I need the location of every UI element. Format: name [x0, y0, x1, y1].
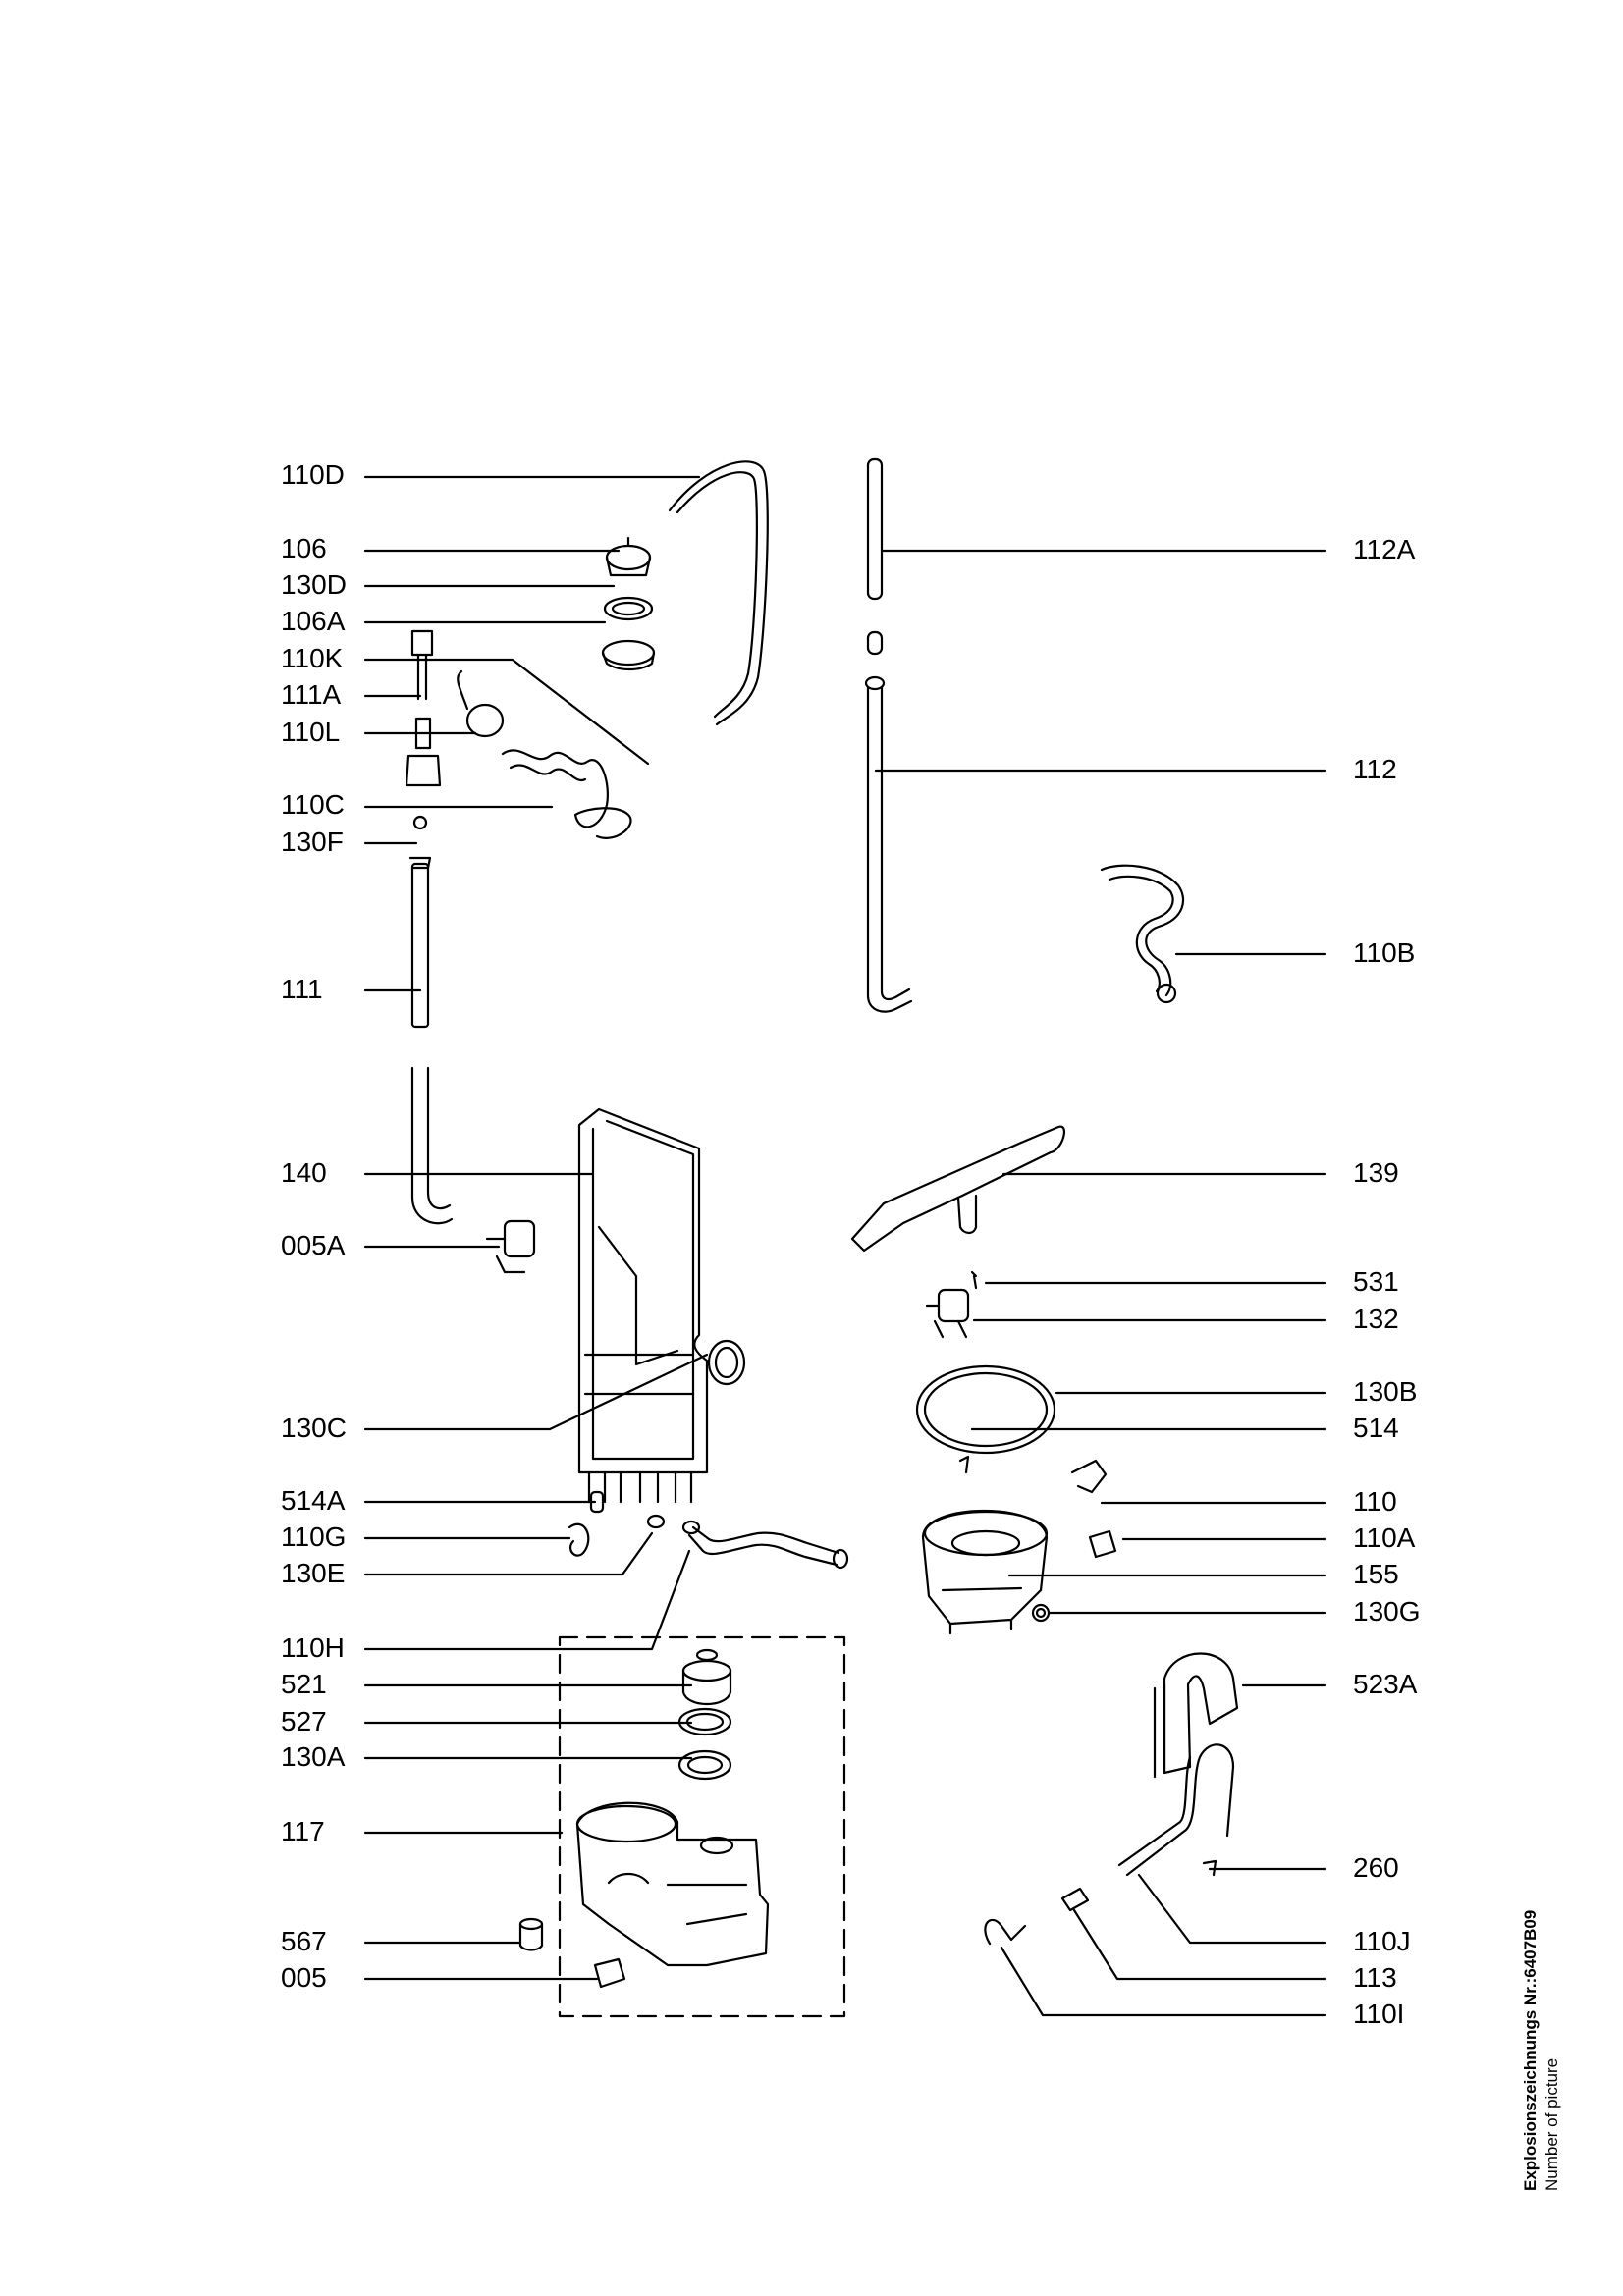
- label-112: 112: [1353, 754, 1397, 784]
- part-112-rod: [866, 685, 913, 1013]
- label-110D: 110D: [281, 459, 345, 490]
- label-130F: 130F: [281, 827, 344, 857]
- label-130G: 130G: [1353, 1596, 1421, 1627]
- label-110C: 110C: [281, 789, 345, 820]
- part-139-arm: [850, 1125, 1066, 1253]
- label-117: 117: [281, 1816, 325, 1846]
- label-130B: 130B: [1353, 1376, 1418, 1407]
- label-110J: 110J: [1353, 1926, 1411, 1956]
- label-106A: 106A: [281, 606, 346, 636]
- part-110K: [410, 629, 434, 657]
- part-112A-rod: [866, 457, 884, 601]
- part-110L: [465, 703, 505, 738]
- part-531-screw: [970, 1270, 978, 1290]
- label-005: 005: [281, 1962, 327, 1993]
- label-110G: 110G: [281, 1522, 347, 1552]
- part-130E: [646, 1514, 666, 1529]
- part-155-sump: [921, 1510, 1049, 1626]
- part-527-ring: [677, 1707, 732, 1736]
- assembly-boundary: [558, 1635, 846, 2018]
- label-514: 514: [1353, 1413, 1399, 1443]
- label-130C: 130C: [281, 1413, 347, 1443]
- part-110C-hose: [501, 749, 632, 839]
- drawing-number-note: Explosionszeichnungs Nr.:6407B09 Number …: [1520, 1779, 1589, 2191]
- label-514A: 514A: [281, 1485, 346, 1516]
- part-005-connector: [593, 1957, 626, 1989]
- part-140-panel: [577, 1107, 709, 1474]
- label-139: 139: [1353, 1157, 1399, 1188]
- part-523A-bracket: [1163, 1652, 1239, 1775]
- part-130F: [412, 815, 428, 830]
- label-527: 527: [281, 1706, 327, 1736]
- label-112A: 112A: [1353, 534, 1416, 564]
- label-110: 110: [1353, 1486, 1397, 1517]
- label-567: 567: [281, 1926, 327, 1956]
- part-113-screw: [1060, 1887, 1090, 1912]
- label-523A: 523A: [1353, 1669, 1418, 1699]
- label-005A: 005A: [281, 1230, 346, 1260]
- part-567: [518, 1922, 544, 1951]
- label-111A: 111A: [281, 679, 342, 710]
- part-260-clip: [1202, 1859, 1217, 1877]
- label-140: 140: [281, 1157, 327, 1188]
- part-005A: [503, 1219, 536, 1258]
- part-111-tube: [410, 862, 430, 1029]
- label-110B: 110B: [1353, 937, 1416, 968]
- label-110K: 110K: [281, 643, 344, 673]
- label-132: 132: [1353, 1304, 1399, 1334]
- leader-lines-left: [363, 475, 709, 1981]
- label-106: 106: [281, 533, 327, 563]
- label-130D: 130D: [281, 569, 347, 600]
- drawing-number-subtitle: Number of picture: [1542, 2057, 1561, 2191]
- label-531: 531: [1353, 1266, 1399, 1297]
- part-110J-rod: [1125, 1743, 1235, 1877]
- part-110D-tube: [668, 460, 769, 726]
- part-110-elbow: [1070, 1459, 1108, 1494]
- part-110A: [1088, 1529, 1117, 1559]
- label-521: 521: [281, 1669, 327, 1699]
- part-521-cap: [681, 1669, 732, 1705]
- label-110I: 110I: [1353, 1999, 1405, 2029]
- label-130A: 130A: [281, 1741, 346, 1772]
- part-106: [605, 544, 652, 571]
- part-117-tank: [575, 1801, 770, 1967]
- part-110H-tube: [687, 1533, 839, 1567]
- part-514-screw: [958, 1455, 970, 1474]
- part-106A-clamp: [601, 639, 656, 667]
- label-111: 111: [281, 974, 323, 1004]
- part-130G: [1031, 1603, 1051, 1623]
- leader-lines-right: [874, 549, 1327, 2017]
- drawing-number-title: Explosionszeichnungs Nr.:6407B09: [1521, 1909, 1540, 2191]
- label-155: 155: [1353, 1559, 1399, 1589]
- part-130B-ring: [915, 1364, 1056, 1455]
- part-130D-ring: [603, 596, 654, 621]
- part-130A-ring: [677, 1749, 732, 1781]
- label-110L: 110L: [281, 717, 341, 747]
- label-130E: 130E: [281, 1558, 346, 1588]
- part-132: [937, 1288, 970, 1323]
- part-130C-gasket: [707, 1339, 746, 1386]
- part-110B-tube: [1100, 864, 1185, 997]
- label-110A: 110A: [1353, 1522, 1416, 1553]
- part-110G-clip: [568, 1522, 590, 1557]
- part-110I-hook: [984, 1918, 1027, 1946]
- part-514A: [589, 1490, 605, 1514]
- label-110H: 110H: [281, 1632, 345, 1663]
- label-260: 260: [1353, 1852, 1399, 1883]
- label-113: 113: [1353, 1962, 1397, 1993]
